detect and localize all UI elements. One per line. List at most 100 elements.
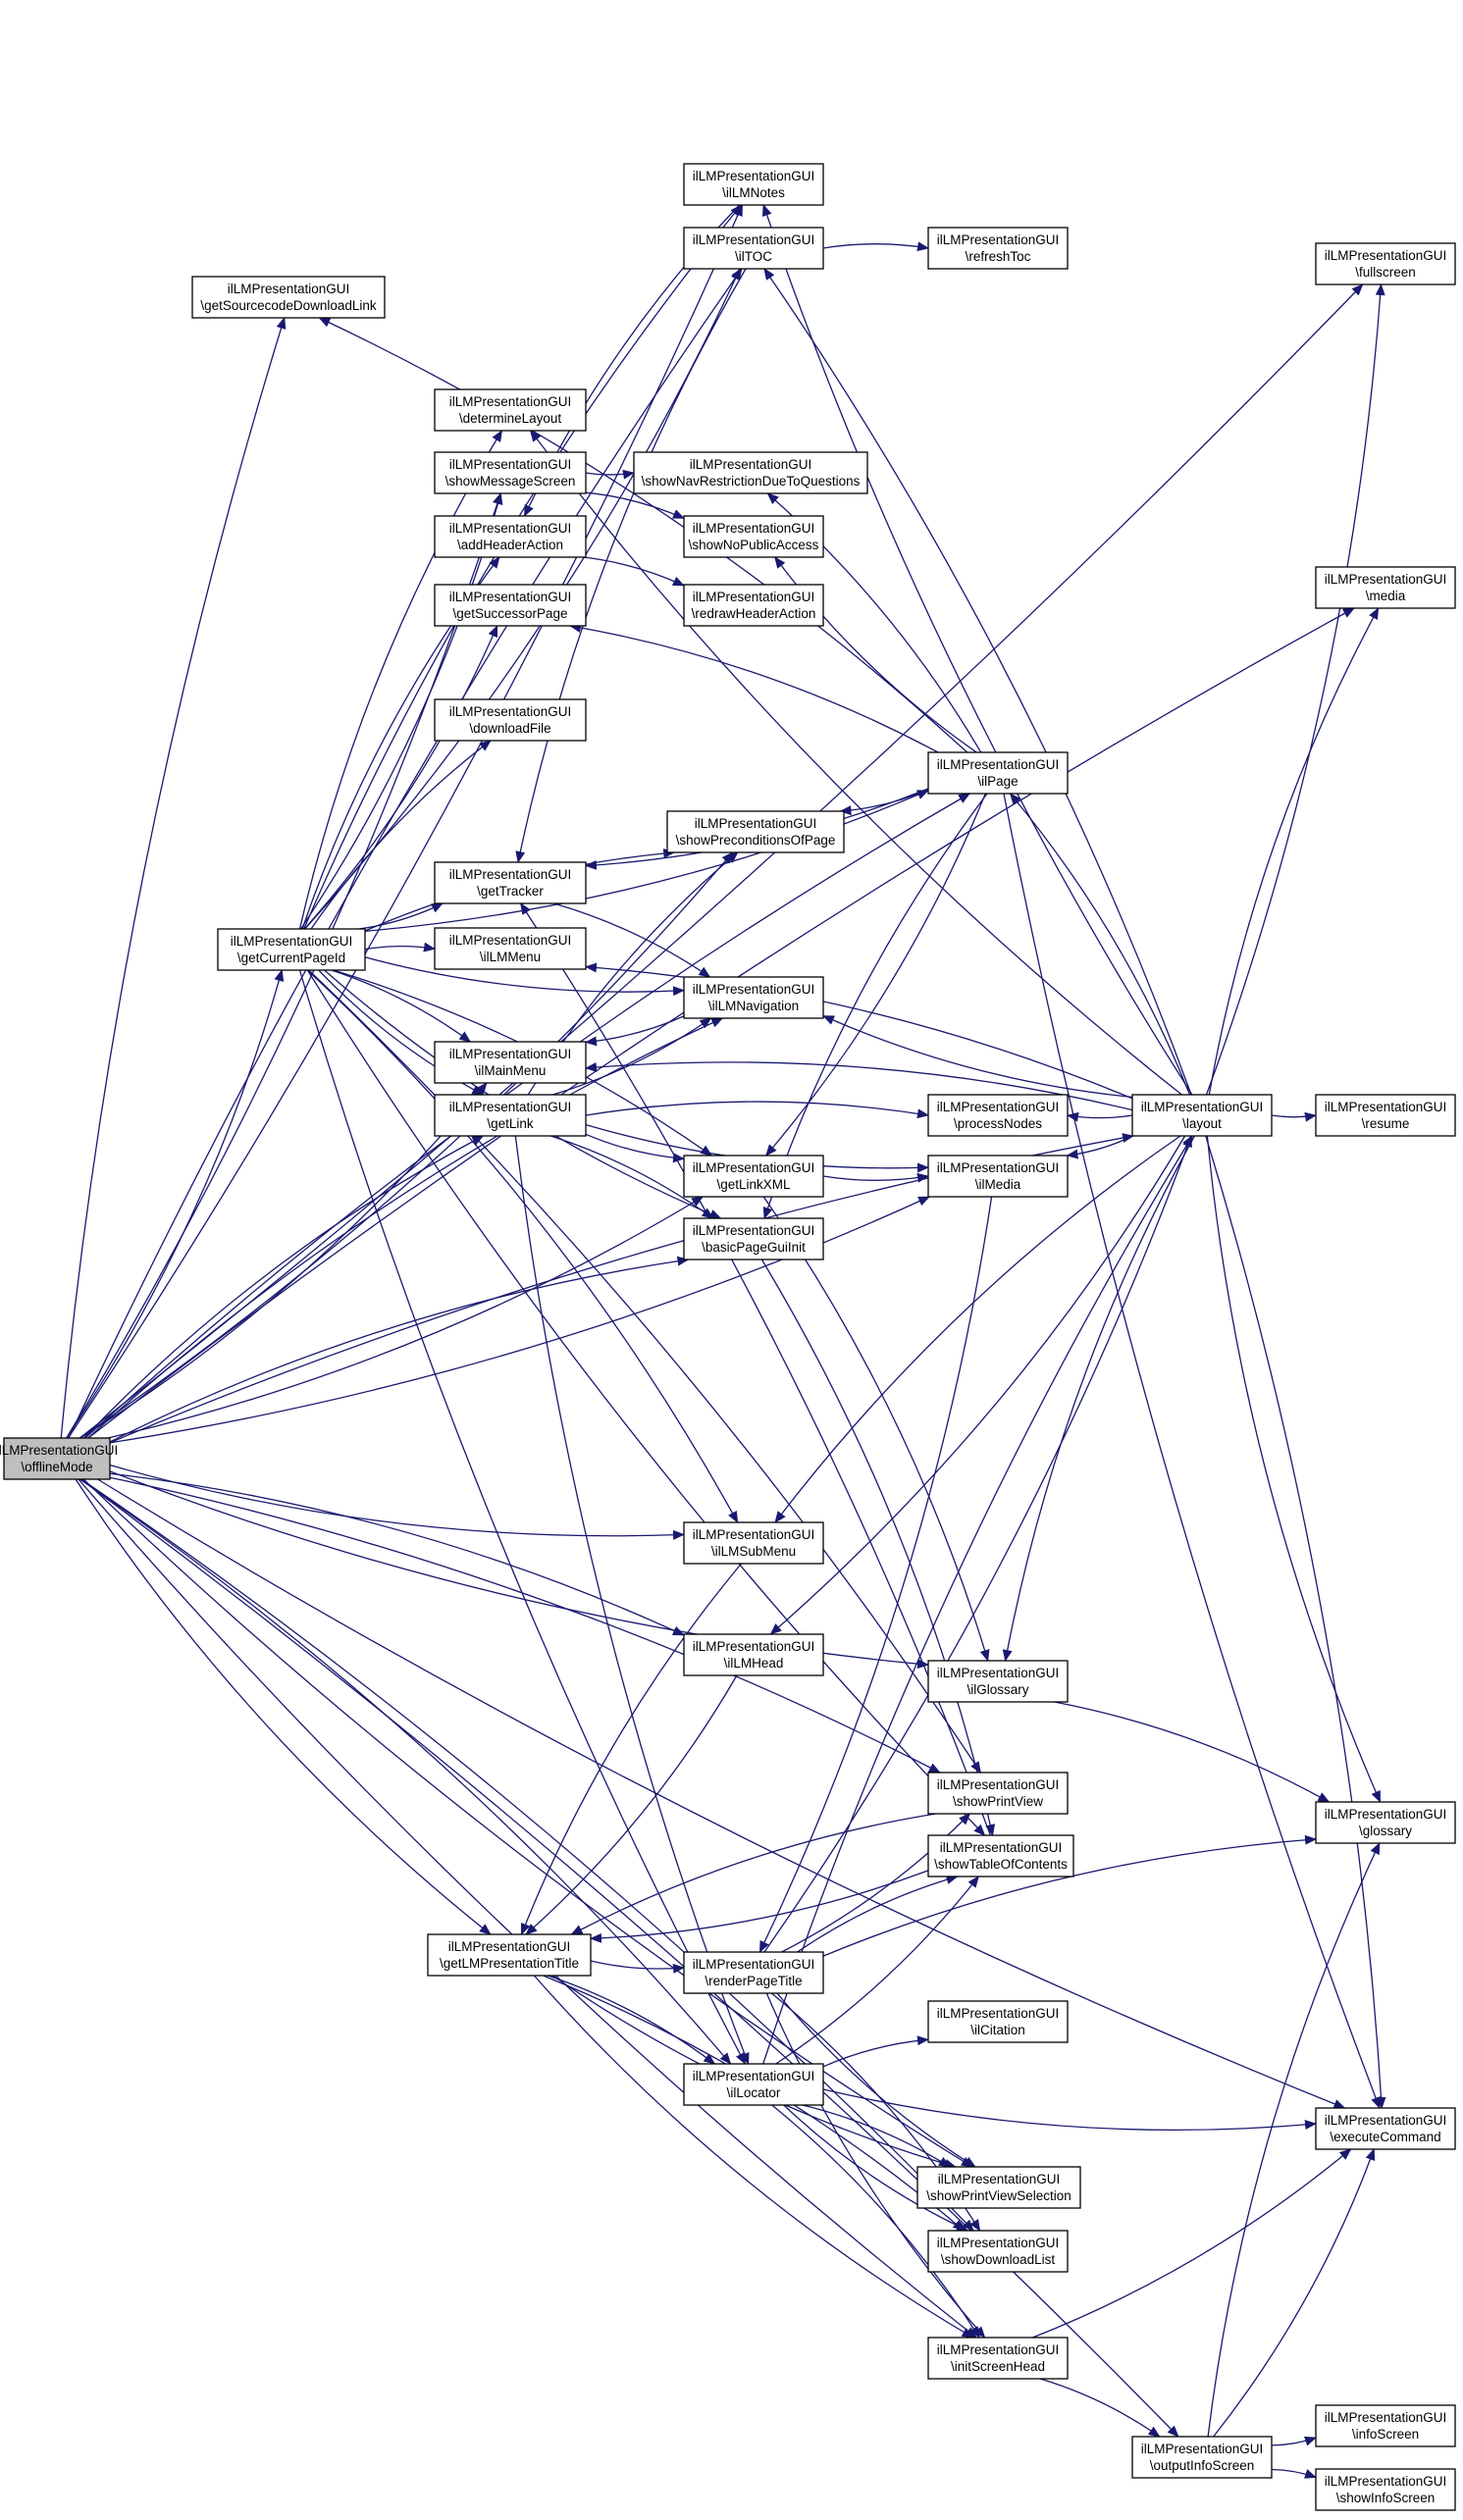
node-class-label: ilLMPresentationGUI — [693, 1957, 815, 1972]
node-showPreconditionsOfPage[interactable]: ilLMPresentationGUI\showPreconditionsOfP… — [666, 810, 845, 853]
edge-offlineMode-to-fullscreen — [78, 283, 1364, 1439]
node-infoScreen[interactable]: ilLMPresentationGUI\infoScreen — [1315, 2404, 1456, 2447]
node-class-label: ilLMPresentationGUI — [449, 457, 572, 472]
node-ilPage[interactable]: ilLMPresentationGUI\ilPage — [927, 751, 1069, 795]
node-getSuccessorPage[interactable]: ilLMPresentationGUI\getSuccessorPage — [434, 584, 587, 627]
node-ilMedia[interactable]: ilLMPresentationGUI\ilMedia — [927, 1155, 1069, 1198]
node-getLMPresentationTitle[interactable]: ilLMPresentationGUI\getLMPresentationTit… — [427, 1933, 592, 1977]
node-processNodes[interactable]: ilLMPresentationGUI\processNodes — [927, 1094, 1069, 1137]
node-redrawHeaderAction[interactable]: ilLMPresentationGUI\redrawHeaderAction — [683, 584, 824, 627]
node-initScreenHead[interactable]: ilLMPresentationGUI\initScreenHead — [927, 2337, 1069, 2380]
node-showNavRestrictionDueToQuestions[interactable]: ilLMPresentationGUI\showNavRestrictionDu… — [633, 451, 868, 494]
edge-getCurrentPageId-to-showTableOfContents — [306, 969, 986, 1836]
edge-offlineMode-to-getLMPresentationTitle — [75, 1478, 492, 1935]
node-box — [434, 927, 587, 970]
node-resume[interactable]: ilLMPresentationGUI\resume — [1315, 1094, 1456, 1137]
node-box — [927, 1772, 1069, 1815]
node-glossary[interactable]: ilLMPresentationGUI\glossary — [1315, 1801, 1456, 1844]
node-ilLMSubMenu[interactable]: ilLMPresentationGUI\ilLMSubMenu — [683, 1521, 824, 1565]
node-media[interactable]: ilLMPresentationGUI\media — [1315, 566, 1456, 609]
node-showTableOfContents[interactable]: ilLMPresentationGUI\showTableOfContents — [927, 1834, 1074, 1877]
edge-showTableOfContents-to-getLMPresentationTitle — [590, 1870, 929, 1943]
node-basicPageGuiInit[interactable]: ilLMPresentationGUI\basicPageGuiInit — [683, 1217, 824, 1260]
node-executeCommand[interactable]: ilLMPresentationGUI\executeCommand — [1315, 2107, 1456, 2150]
edge-getCurrentPageId-to-downloadFile — [310, 740, 492, 930]
node-getCurrentPageId[interactable]: ilLMPresentationGUI\getCurrentPageId — [217, 928, 366, 971]
node-showNoPublicAccess[interactable]: ilLMPresentationGUI\showNoPublicAccess — [683, 515, 824, 558]
node-determineLayout[interactable]: ilLMPresentationGUI\determineLayout — [434, 388, 587, 432]
node-class-label: ilLMPresentationGUI — [938, 2172, 1061, 2186]
node-ilLMNavigation[interactable]: ilLMPresentationGUI\ilLMNavigation — [683, 976, 824, 1019]
edge-layout-to-ilLMSubMenu — [774, 1135, 1181, 1523]
node-method-label: \ilLMNavigation — [708, 999, 799, 1013]
node-method-label: \layout — [1182, 1116, 1222, 1131]
node-method-label: \getLinkXML — [716, 1177, 791, 1192]
node-addHeaderAction[interactable]: ilLMPresentationGUI\addHeaderAction — [434, 515, 587, 558]
node-box — [434, 584, 587, 627]
node-outputInfoScreen[interactable]: ilLMPresentationGUI\outputInfoScreen — [1131, 2436, 1273, 2479]
edge-ilPage-to-executeCommand — [1003, 793, 1381, 2109]
edge-getLink-to-ilLocator — [514, 1135, 750, 2065]
edge-offlineMode-to-getLink — [83, 1135, 485, 1439]
edge-getCurrentPageId-to-determineLayout — [298, 430, 503, 930]
node-offlineMode[interactable]: ilLMPresentationGUI\offlineMode — [0, 1437, 118, 1480]
node-box — [683, 1633, 824, 1676]
node-ilLMNotes[interactable]: ilLMPresentationGUI\ilLMNotes — [683, 163, 824, 206]
edge-offlineMode-to-getCurrentPageId — [66, 969, 285, 1439]
edge-offlineMode-to-ilMainMenu — [79, 1082, 488, 1439]
node-renderPageTitle[interactable]: ilLMPresentationGUI\renderPageTitle — [683, 1951, 824, 1994]
node-method-label: \refreshToc — [966, 249, 1031, 264]
node-showPrintView[interactable]: ilLMPresentationGUI\showPrintView — [927, 1772, 1069, 1815]
edge-layout-to-media — [1208, 607, 1380, 1096]
node-downloadFile[interactable]: ilLMPresentationGUI\downloadFile — [434, 698, 587, 742]
node-showPrintViewSelection[interactable]: ilLMPresentationGUI\showPrintViewSelecti… — [916, 2166, 1081, 2209]
node-class-label: ilLMPresentationGUI — [449, 394, 572, 409]
node-getSourcecodeDownloadLink[interactable]: ilLMPresentationGUI\getSourcecodeDownloa… — [191, 276, 386, 319]
node-fullscreen[interactable]: ilLMPresentationGUI\fullscreen — [1315, 242, 1456, 285]
node-showInfoScreen[interactable]: ilLMPresentationGUI\showInfoScreen — [1315, 2468, 1456, 2511]
node-method-label: \addHeaderAction — [457, 538, 563, 552]
node-refreshToc[interactable]: ilLMPresentationGUI\refreshToc — [927, 227, 1069, 270]
edge-getLink-to-ilLMNavigation — [552, 1017, 712, 1096]
edge-layout-to-ilLMNavigation — [822, 1015, 1133, 1099]
edge-basicPageGuiInit-to-showTableOfContents — [760, 1259, 996, 1836]
edge-offlineMode-to-ilTOC — [68, 268, 743, 1439]
node-box — [434, 388, 587, 432]
edge-getCurrentPageId-to-ilLMNavigation — [364, 956, 685, 997]
node-ilLMHead[interactable]: ilLMPresentationGUI\ilLMHead — [683, 1633, 824, 1676]
edge-ilLocator-to-showPrintViewSelection — [802, 2104, 951, 2168]
node-box — [683, 163, 824, 206]
edge-getCurrentPageId-to-ilLMSubMenu — [306, 969, 739, 1523]
node-box — [434, 698, 587, 742]
node-ilGlossary[interactable]: ilLMPresentationGUI\ilGlossary — [927, 1660, 1069, 1703]
edge-showMessageScreen-to-showNavRestrictionDueToQuestions — [585, 469, 635, 480]
node-layer: ilLMPresentationGUI\offlineMode ilLMPrese… — [0, 163, 1456, 2511]
node-method-label: \showTableOfContents — [934, 1857, 1068, 1872]
edge-ilLMSubMenu-to-getLMPresentationTitle — [520, 1563, 742, 1935]
node-getLinkXML[interactable]: ilLMPresentationGUI\getLinkXML — [683, 1155, 824, 1198]
node-class-label: ilLMPresentationGUI — [690, 457, 812, 472]
node-ilTOC[interactable]: ilLMPresentationGUI\ilTOC — [683, 227, 824, 270]
node-getTracker[interactable]: ilLMPresentationGUI\getTracker — [434, 861, 587, 904]
node-box — [683, 2063, 824, 2106]
node-method-label: \showNoPublicAccess — [689, 538, 819, 552]
node-ilCitation[interactable]: ilLMPresentationGUI\ilCitation — [927, 2000, 1069, 2043]
edge-showTableOfContents-to-getTracker — [520, 902, 992, 1836]
node-method-label: \ilTOC — [735, 249, 772, 264]
edge-layer — [60, 204, 1386, 2479]
node-getLink[interactable]: ilLMPresentationGUI\getLink — [434, 1094, 587, 1137]
edge-showMessageScreen-to-showNoPublicAccess — [585, 491, 685, 519]
edge-offlineMode-to-showPreconditionsOfPage — [79, 851, 734, 1439]
edge-initScreenHead-to-executeCommand — [1032, 2148, 1352, 2339]
node-showDownloadList[interactable]: ilLMPresentationGUI\showDownloadList — [927, 2230, 1069, 2273]
node-ilLMMenu[interactable]: ilLMPresentationGUI\ilLMMenu — [434, 927, 587, 970]
node-class-label: ilLMPresentationGUI — [1325, 2410, 1447, 2425]
edge-ilLMHead-to-getLMPresentationTitle — [525, 1674, 738, 1935]
node-ilLocator[interactable]: ilLMPresentationGUI\ilLocator — [683, 2063, 824, 2106]
node-method-label: \getLink — [487, 1116, 534, 1131]
node-showMessageScreen[interactable]: ilLMPresentationGUI\showMessageScreen — [434, 451, 587, 494]
node-ilMainMenu[interactable]: ilLMPresentationGUI\ilMainMenu — [434, 1041, 587, 1084]
edge-renderPageTitle-to-initScreenHead — [765, 1992, 986, 2339]
node-layout[interactable]: ilLMPresentationGUI\layout — [1131, 1094, 1273, 1137]
